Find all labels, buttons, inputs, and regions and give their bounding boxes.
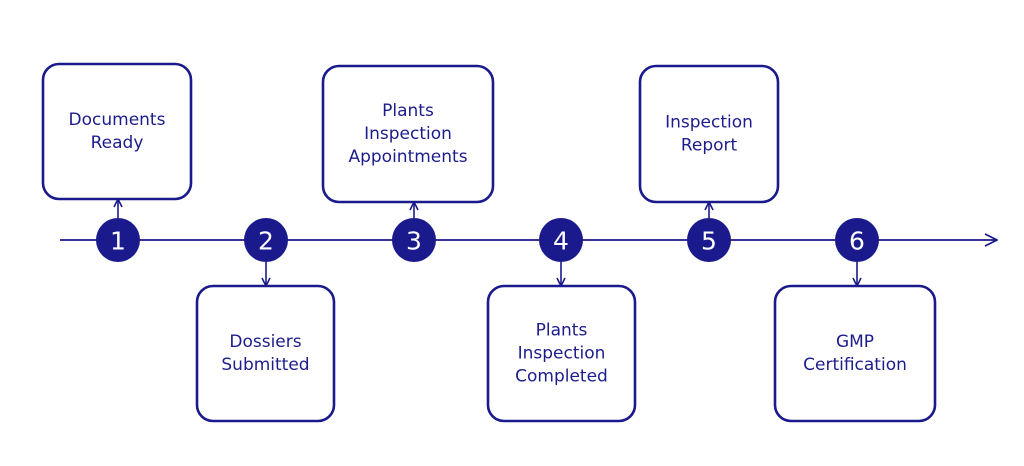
step-1-node: 1	[96, 218, 140, 262]
step-6-node: 6	[835, 218, 879, 262]
step-5-box-frame	[638, 64, 780, 204]
step-4-box-frame	[486, 284, 637, 423]
step-6-box-frame	[773, 284, 937, 423]
step-6-label-line: Certification	[803, 355, 907, 375]
step-3-node-circle	[392, 218, 436, 262]
step-5-number: 5	[701, 227, 717, 256]
step-3-node: 3	[392, 218, 436, 262]
step-2-number: 2	[258, 227, 274, 256]
step-4-node-circle	[539, 218, 583, 262]
step-3-label-line: Plants	[382, 101, 434, 121]
step-3-label-line: Inspection	[364, 124, 452, 144]
step-2-box-frame	[195, 284, 336, 423]
step-2-node-circle	[244, 218, 288, 262]
step-2-label-line: Dossiers	[229, 332, 301, 352]
step-6-box: GMP Certification	[773, 284, 937, 423]
step-5-label-line: Report	[681, 136, 738, 156]
step-6-label-line: GMP	[836, 332, 874, 352]
step-4-label-line: Completed	[515, 367, 608, 387]
step-1-number: 1	[110, 227, 126, 256]
step-4-number: 4	[553, 227, 569, 256]
step-5-label-line: Inspection	[665, 113, 753, 133]
step-4-label-line: Inspection	[518, 344, 606, 364]
step-6-number: 6	[849, 227, 865, 256]
step-1-node-circle	[96, 218, 140, 262]
step-5-node-circle	[687, 218, 731, 262]
step-3-box-frame	[321, 64, 495, 204]
step-2-label-line: Submitted	[221, 355, 309, 375]
step-4-node: 4	[539, 218, 583, 262]
step-6-node-circle	[835, 218, 879, 262]
step-3-label-line: Appointments	[348, 147, 467, 167]
step-1-label-line: Ready	[91, 133, 144, 153]
step-4-label-line: Plants	[536, 321, 588, 341]
step-3-number: 3	[406, 227, 422, 256]
step-5-node: 5	[687, 218, 731, 262]
step-2-node: 2	[244, 218, 288, 262]
step-1-label-line: Documents	[69, 110, 166, 130]
step-1-box-frame	[41, 62, 193, 201]
